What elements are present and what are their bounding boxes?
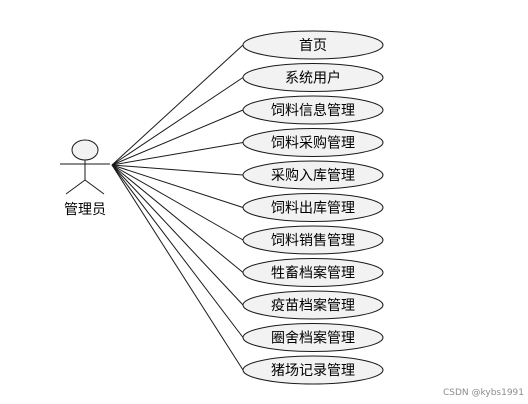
- use-case: 牲畜档案管理: [242, 258, 384, 287]
- use-case-label: 系统用户: [285, 70, 341, 87]
- use-case: 疫苗档案管理: [242, 290, 384, 320]
- use-case-label: 饲料采购管理: [271, 136, 355, 152]
- use-case-label: 饲料销售管理: [271, 233, 355, 249]
- use-case: 饲料信息管理: [242, 95, 384, 125]
- association-line: [111, 77, 244, 166]
- use-case-label: 饲料出库管理: [271, 201, 355, 217]
- association-line: [111, 164, 244, 306]
- association-line: [111, 164, 244, 273]
- use-case-ellipse: [242, 258, 384, 287]
- use-case-ellipse: [242, 30, 384, 60]
- actor-left-leg: [65, 179, 86, 195]
- use-case-ellipse: [242, 128, 384, 157]
- use-case-label: 牲畜档案管理: [271, 265, 355, 282]
- use-case-label: 采购入库管理: [271, 168, 355, 184]
- association-line: [111, 164, 244, 371]
- association-line: [111, 164, 244, 241]
- use-case: 首页: [242, 30, 384, 60]
- use-case-ellipse: [242, 160, 384, 190]
- association-line: [111, 142, 244, 166]
- use-case-ellipse: [242, 95, 384, 125]
- use-case: 系统用户: [242, 63, 384, 92]
- use-case: 饲料出库管理: [242, 193, 384, 222]
- association-line: [111, 44, 244, 166]
- use-case-ellipse: [242, 225, 384, 255]
- use-case-label: 疫苗档案管理: [271, 297, 355, 314]
- use-case-ellipse: [242, 193, 384, 222]
- association-line: [111, 164, 244, 176]
- use-case-ellipse: [242, 323, 384, 352]
- use-case: 饲料销售管理: [242, 225, 384, 255]
- association-line: [111, 109, 244, 166]
- use-case: 猪场记录管理: [242, 355, 384, 385]
- use-case-label: 圈舍档案管理: [271, 330, 355, 347]
- use-case: 圈舍档案管理: [242, 323, 384, 352]
- use-case-ellipse: [242, 355, 384, 385]
- use-case: 采购入库管理: [242, 160, 384, 190]
- use-case-label: 首页: [299, 38, 327, 54]
- actor-name: 管理员: [64, 202, 106, 218]
- use-case-ellipse: [242, 63, 384, 92]
- association-line: [111, 164, 244, 208]
- association-line: [111, 164, 244, 338]
- use-case-label: 饲料信息管理: [271, 102, 355, 119]
- actor: 管理员: [60, 139, 110, 218]
- use-cases: 首页系统用户饲料信息管理饲料采购管理采购入库管理饲料出库管理饲料销售管理牲畜档案…: [242, 30, 384, 385]
- actor-right-leg: [84, 179, 105, 195]
- actor-head: [71, 139, 99, 161]
- use-case-ellipse: [242, 290, 384, 320]
- use-case: 饲料采购管理: [242, 128, 384, 157]
- association-lines: [111, 44, 244, 371]
- use-case-label: 猪场记录管理: [271, 363, 355, 379]
- watermark: CSDN @kybs1991: [442, 388, 524, 398]
